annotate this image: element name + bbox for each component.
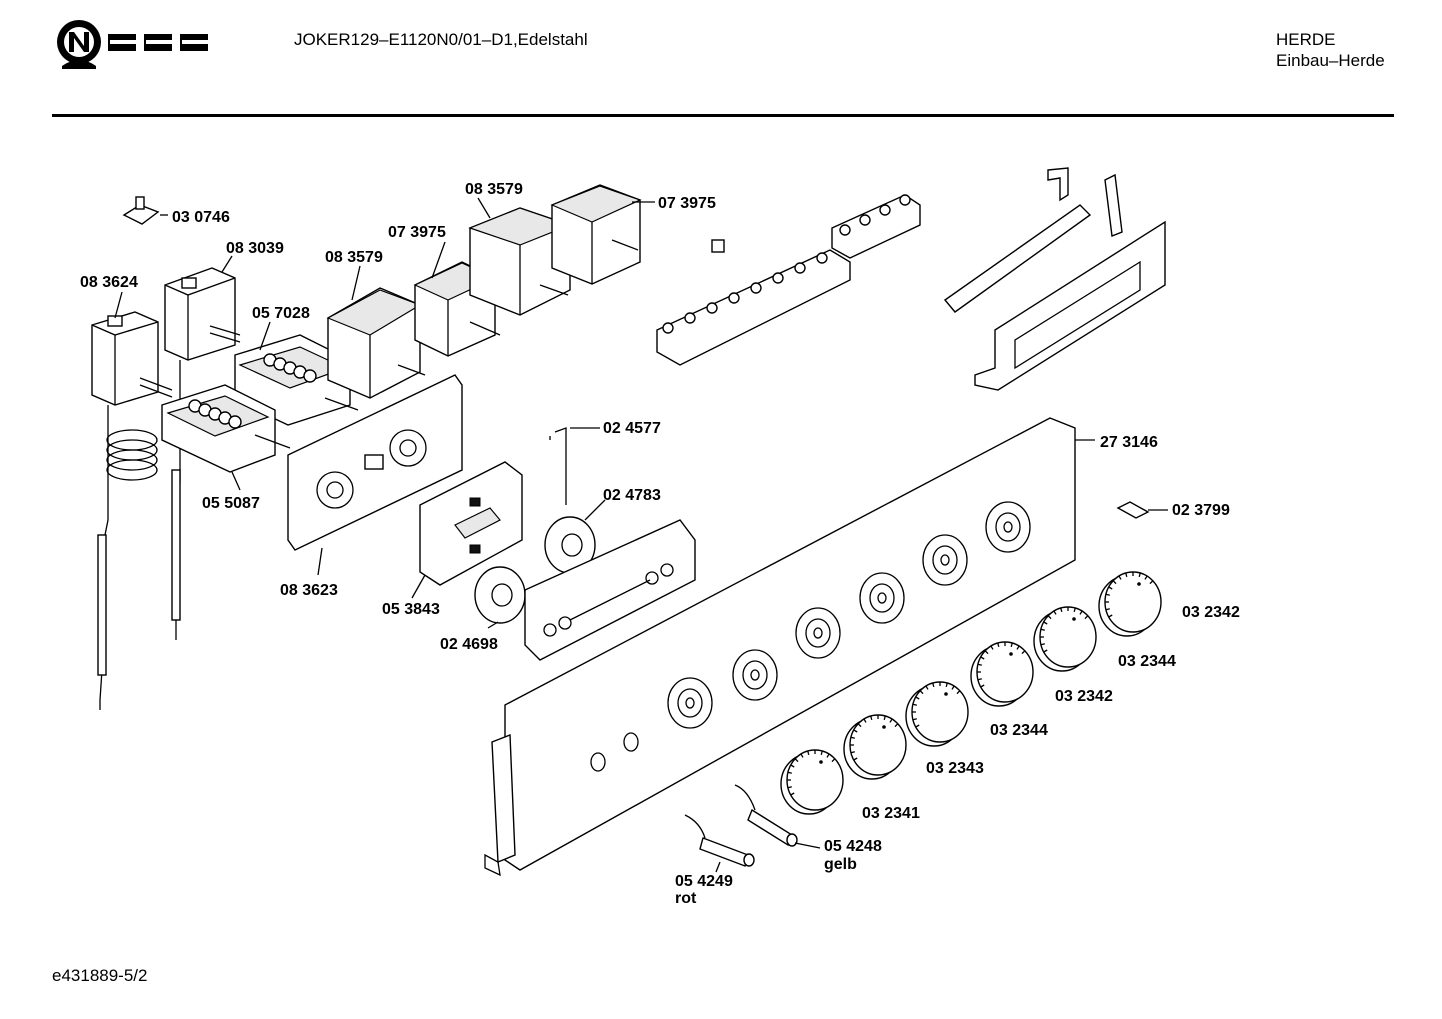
label-024698: 02 4698 (440, 636, 498, 653)
part-057028-drawing (234, 334, 359, 426)
part-055087-drawing (161, 384, 291, 473)
part-024698-drawing (474, 566, 526, 624)
fascia-hole (922, 534, 968, 586)
label-054248-color: gelb (824, 856, 857, 873)
terminal-panel-drawing (943, 167, 1166, 391)
part-083624-drawing (91, 311, 173, 710)
part-083579a-drawing (326, 287, 426, 399)
control-knob (780, 749, 844, 815)
header-divider (52, 114, 1394, 117)
fascia-knob-holes (667, 501, 1031, 729)
label-032341: 03 2341 (862, 805, 920, 822)
label-273146: 27 3146 (1100, 434, 1158, 451)
part-083623-drawing (287, 374, 463, 551)
control-knob (970, 641, 1034, 707)
label-054249: 05 4249 (675, 873, 733, 890)
control-knob (1033, 606, 1097, 672)
terminal-block-drawing (656, 194, 921, 366)
model-title: JOKER129–E1120N0/01–D1,Edelstahl (294, 30, 588, 49)
label-024577: 02 4577 (603, 420, 661, 437)
fascia-hole (985, 501, 1031, 553)
fascia-hole (859, 572, 905, 624)
label-030746: 03 0746 (172, 209, 230, 226)
part-054248-drawing (734, 784, 798, 847)
label-023799: 02 3799 (1172, 502, 1230, 519)
part-024577-drawing (549, 427, 567, 505)
part-053843-drawing (419, 461, 523, 586)
fascia-hole (667, 677, 713, 729)
label-083623: 08 3623 (280, 582, 338, 599)
fascia-hole (795, 607, 841, 659)
part-083039-drawing (164, 267, 241, 640)
fascia-hole (732, 649, 778, 701)
control-knob (905, 681, 969, 747)
label-073975a: 07 3975 (388, 224, 446, 241)
part-030746-drawing (122, 196, 160, 225)
label-055087: 05 5087 (202, 495, 260, 512)
label-032342b: 03 2342 (1055, 688, 1113, 705)
label-083624: 08 3624 (80, 274, 138, 291)
control-knob (843, 714, 907, 780)
label-054249-color: rot (675, 890, 697, 907)
label-032344b: 03 2344 (990, 722, 1048, 739)
label-032344a: 03 2344 (1118, 653, 1176, 670)
part-023799-drawing (1116, 501, 1150, 519)
part-083579b-drawing (468, 207, 572, 316)
control-knobs (780, 571, 1162, 815)
label-073975b: 07 3975 (658, 195, 716, 212)
label-032342a: 03 2342 (1182, 604, 1240, 621)
label-083579a: 08 3579 (325, 249, 383, 266)
label-057028: 05 7028 (252, 305, 310, 322)
neff-logo (57, 20, 208, 69)
label-032343: 03 2343 (926, 760, 984, 777)
part-273146-drawing (484, 417, 1076, 877)
label-024783: 02 4783 (603, 487, 661, 504)
category-title: HERDE (1276, 30, 1336, 49)
part-054249-drawing (684, 814, 755, 867)
label-083039: 08 3039 (226, 240, 284, 257)
label-083579b: 08 3579 (465, 181, 523, 198)
label-054248: 05 4248 (824, 838, 882, 855)
part-073975b-drawing (550, 184, 642, 285)
subcategory-title: Einbau–Herde (1276, 51, 1385, 70)
document-id: e431889-5/2 (52, 966, 148, 985)
label-053843: 05 3843 (382, 601, 440, 618)
control-board-drawing (524, 519, 696, 661)
control-knob (1098, 571, 1162, 637)
